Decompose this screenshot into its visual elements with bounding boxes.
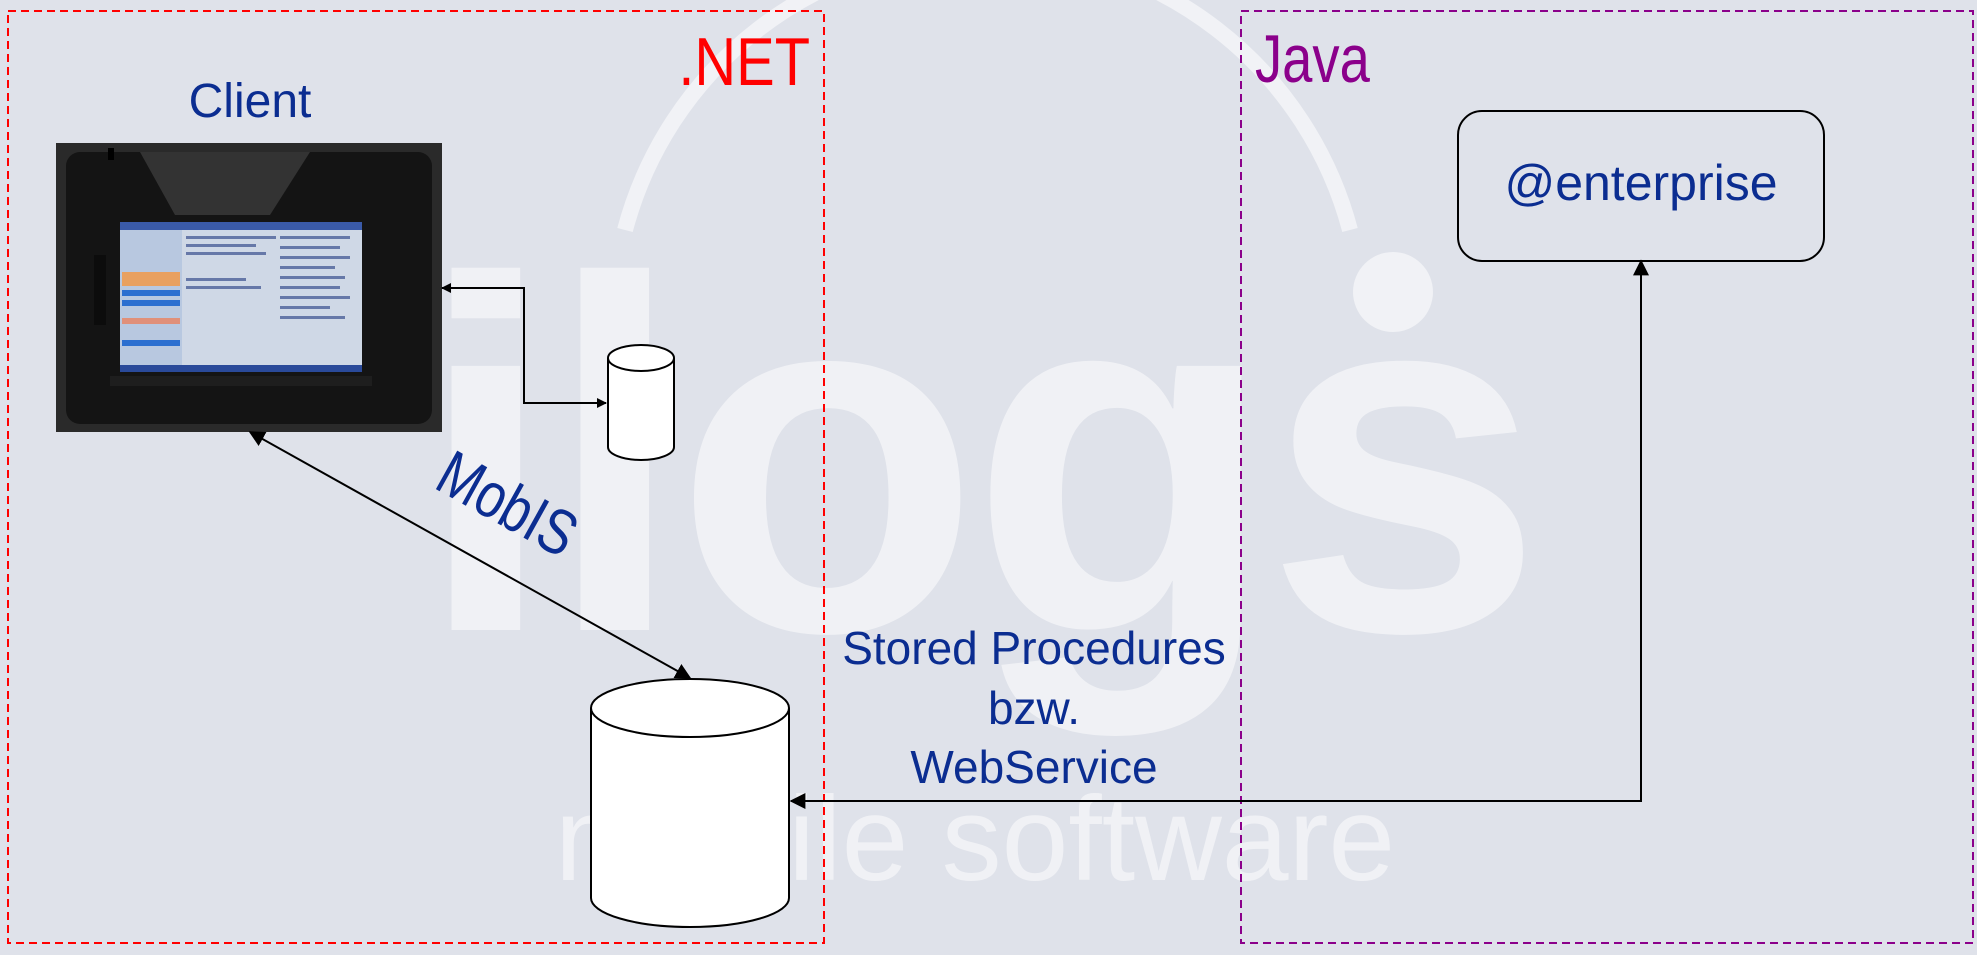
stored-procedures-line3: WebService: [910, 741, 1157, 793]
enterprise-label: @enterprise: [1504, 155, 1777, 211]
stored-procedures-line1: Stored Procedures: [842, 622, 1226, 674]
local-cache-database: [607, 344, 675, 461]
stored-procedures-label: Stored Procedures bzw. WebService: [842, 622, 1226, 793]
dotnet-region-label: .NET: [678, 25, 810, 100]
client-device-image: [56, 143, 442, 432]
enterprise-database-connector: [789, 259, 1649, 809]
mobis-connector: [248, 431, 692, 679]
central-database: [590, 678, 790, 928]
stored-procedures-line2: bzw.: [988, 682, 1080, 734]
client-cache-connector: [441, 283, 607, 408]
client-label: Client: [189, 75, 312, 128]
java-region-label: Java: [1255, 21, 1371, 97]
